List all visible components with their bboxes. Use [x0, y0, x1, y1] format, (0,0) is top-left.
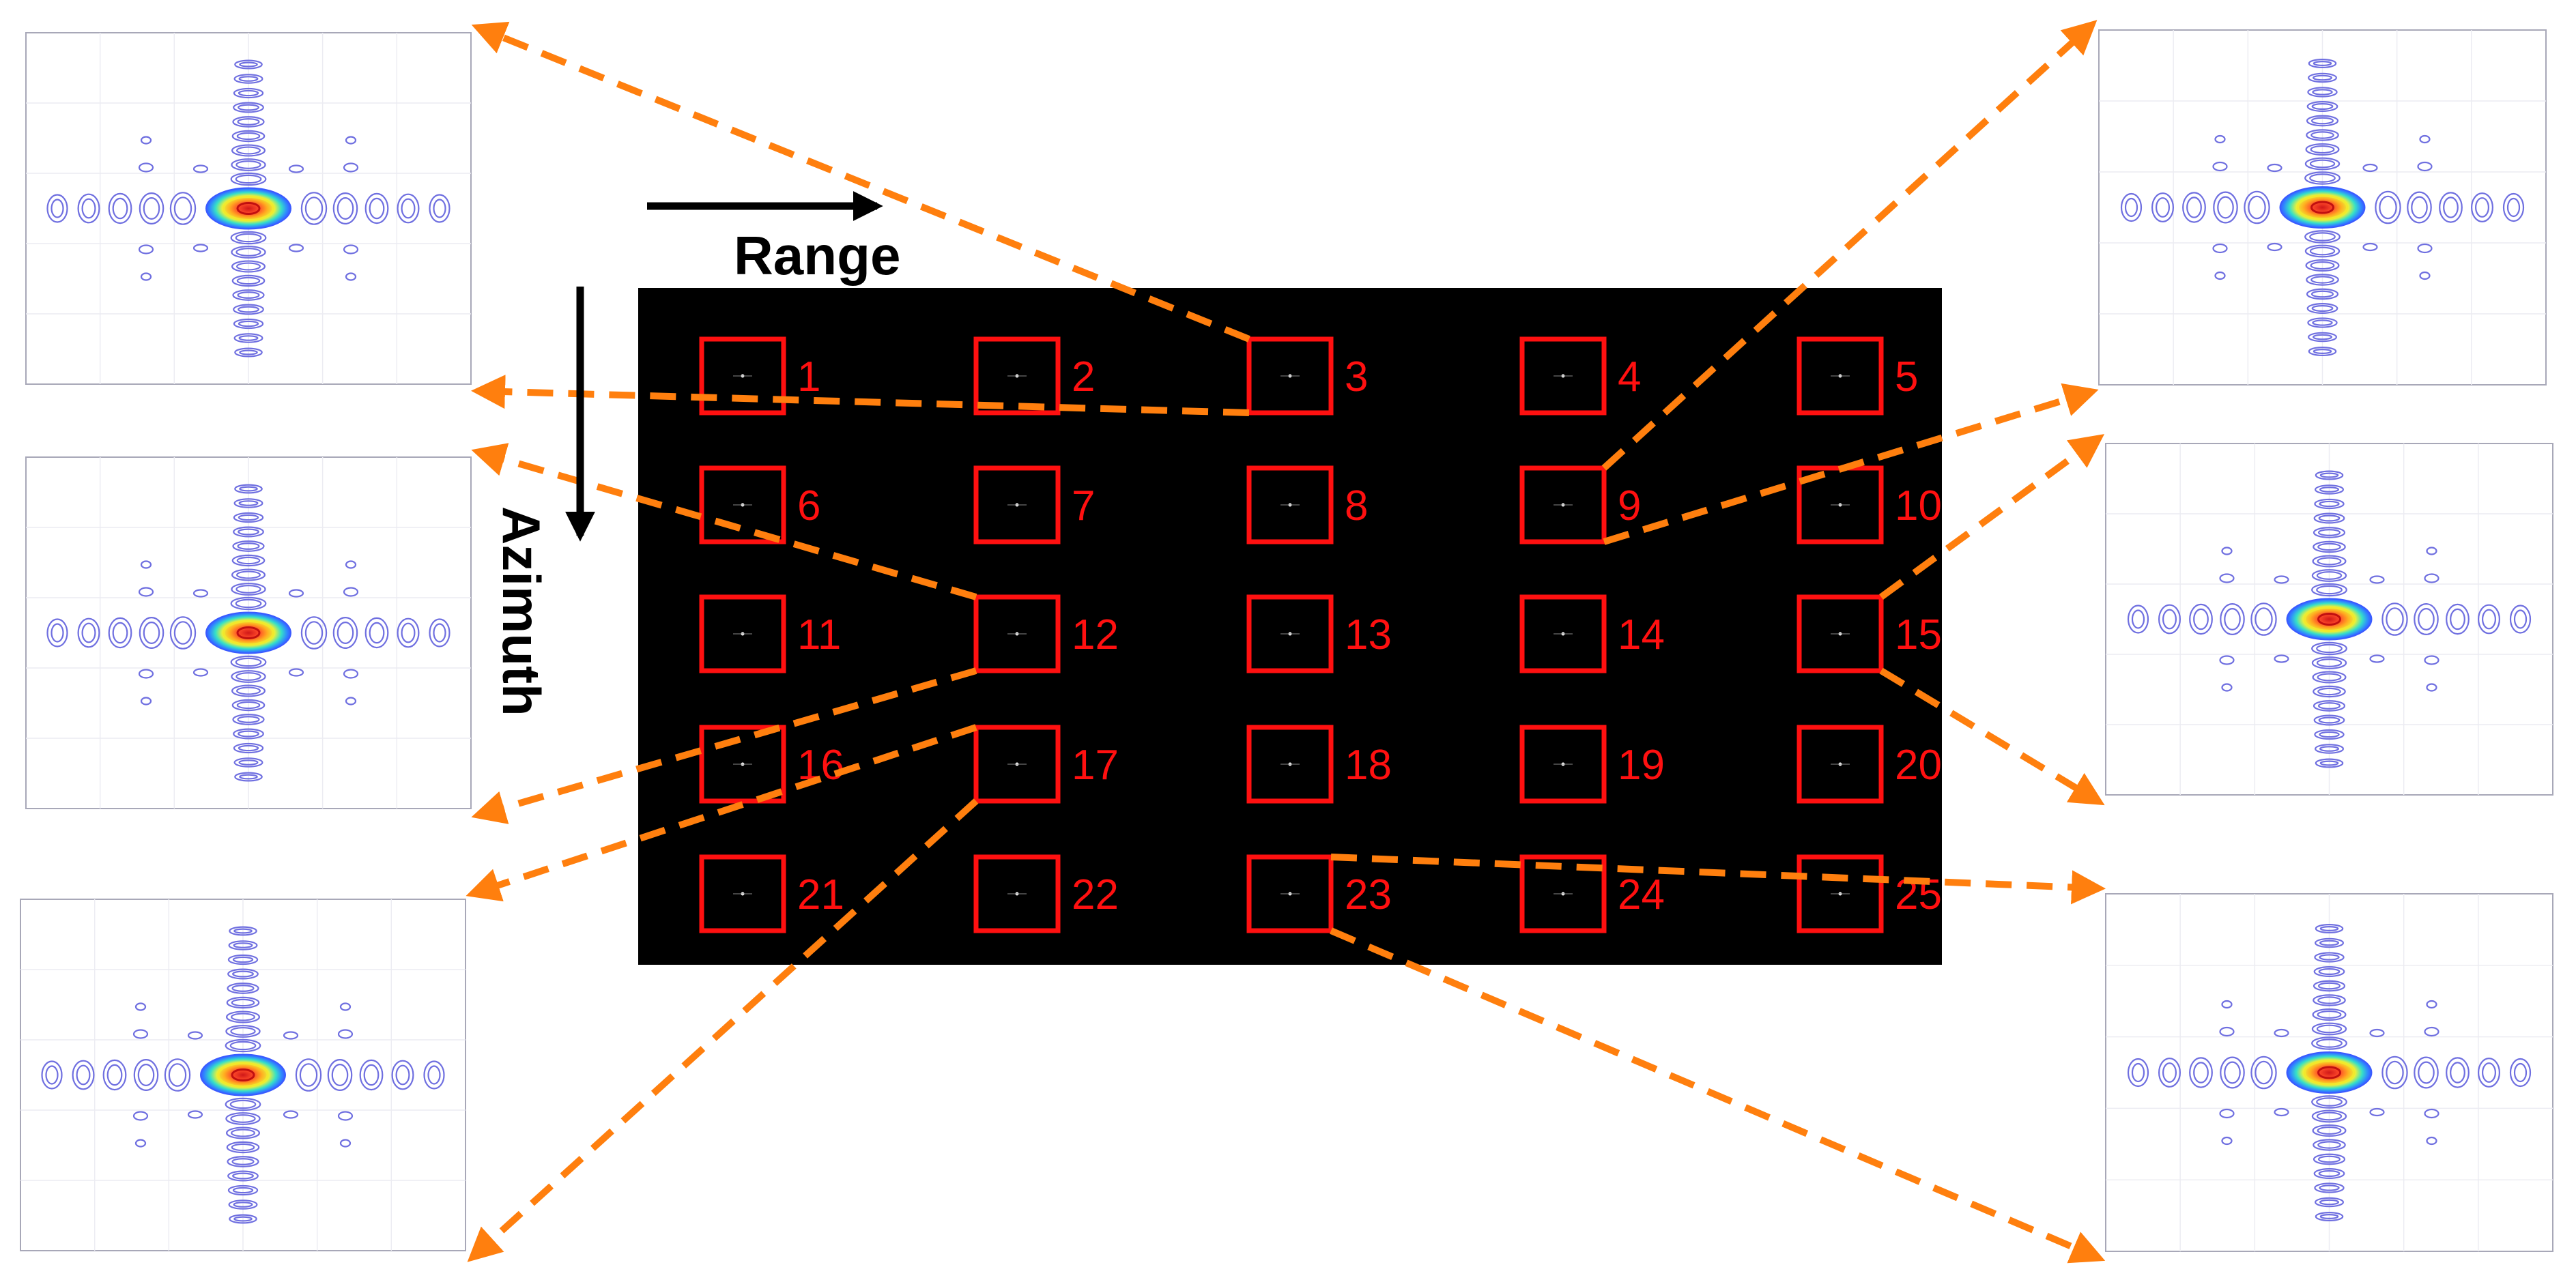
target-box [1246, 465, 1334, 544]
target-number: 8 [1345, 482, 1368, 529]
target-number: 22 [1072, 871, 1119, 918]
range-axis: Range [647, 191, 901, 286]
target-box [699, 854, 786, 933]
target-number: 18 [1345, 742, 1392, 789]
target-number: 6 [797, 482, 820, 529]
target-box [1246, 725, 1334, 804]
target-number: 3 [1345, 353, 1368, 401]
mainlobe-peak [2286, 598, 2373, 641]
target-box [1519, 336, 1607, 416]
target-box [973, 336, 1061, 416]
connector-arrow [471, 667, 977, 824]
target-number: 12 [1072, 611, 1119, 658]
target-number: 4 [1618, 353, 1641, 401]
target-number: 20 [1895, 742, 1942, 789]
contour-inset-panel [2098, 29, 2547, 386]
target-box [1246, 336, 1334, 416]
target-number: 11 [797, 611, 841, 658]
target-box [1519, 854, 1607, 933]
target-number: 10 [1895, 482, 1942, 529]
target-box [973, 594, 1061, 673]
target-box [1797, 854, 1884, 933]
target-box [1519, 594, 1607, 673]
target-number: 14 [1618, 611, 1665, 658]
contour-inset-panel [2105, 893, 2553, 1252]
connector-arrow [471, 443, 977, 600]
sidelobe-contours [41, 926, 445, 1224]
sidelobe-contours [46, 484, 450, 782]
target-box [699, 594, 786, 673]
sidelobe-contours [46, 59, 450, 358]
connector-arrow [1601, 20, 2098, 471]
target-number: 9 [1618, 482, 1641, 529]
target-box [973, 725, 1061, 804]
connector-arrow [1879, 434, 2105, 600]
contour-inset-panel [20, 899, 466, 1251]
connector-arrow [1603, 383, 2099, 545]
connector-arrow [1330, 927, 2106, 1264]
contour-inset-panel [25, 456, 472, 809]
target-box [1797, 725, 1884, 804]
target-box [1246, 854, 1334, 933]
target-box [699, 465, 786, 544]
target-box [699, 725, 786, 804]
mainlobe-peak [200, 1053, 286, 1096]
sidelobe-contours [2127, 470, 2532, 768]
sidelobe-contours [2120, 59, 2525, 356]
contour-inset-panel [25, 32, 472, 385]
connector-arrow [466, 724, 977, 902]
target-box [1797, 594, 1884, 673]
target-box [699, 336, 786, 416]
azimuth-label: Azimuth [491, 506, 552, 716]
mainlobe-peak [205, 187, 291, 230]
range-label: Range [734, 225, 901, 286]
target-number: 24 [1618, 871, 1665, 918]
connector-arrow [467, 798, 979, 1262]
target-box [973, 854, 1061, 933]
connector-arrow [471, 21, 1250, 343]
target-box [1797, 336, 1884, 416]
target-number: 5 [1895, 353, 1918, 401]
mainlobe-peak [205, 611, 291, 654]
sidelobe-contours [2127, 924, 2532, 1221]
mainlobe-peak [2286, 1051, 2373, 1094]
target-number: 7 [1072, 482, 1095, 529]
connector-arrow [1330, 854, 2106, 905]
target-box [1519, 725, 1607, 804]
target-number: 19 [1618, 742, 1665, 789]
target-box [1246, 594, 1334, 673]
target-number: 15 [1895, 611, 1942, 658]
connector-arrow [471, 375, 1250, 416]
connector-arrow [1879, 667, 2105, 806]
azimuth-axis: Azimuth [491, 287, 595, 716]
target-number: 23 [1345, 871, 1392, 918]
mainlobe-peak [2279, 186, 2366, 229]
target-box [973, 465, 1061, 544]
target-number: 21 [797, 871, 844, 918]
target-number: 17 [1072, 742, 1119, 789]
target-number: 1 [797, 353, 820, 401]
target-number: 13 [1345, 611, 1392, 658]
contour-inset-panel [2105, 443, 2553, 796]
target-number: 2 [1072, 353, 1095, 401]
target-box [1519, 465, 1607, 544]
